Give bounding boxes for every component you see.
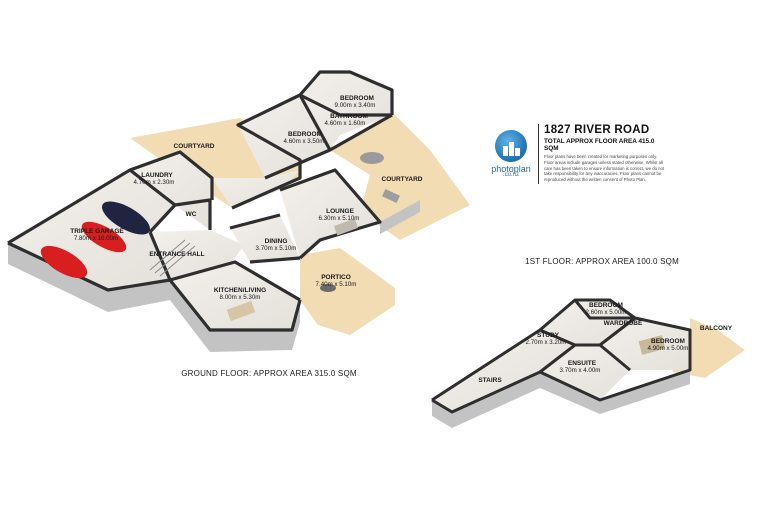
portico-label: PORTICO — [321, 274, 351, 281]
stairs-label: STAIRS — [478, 377, 502, 384]
first-floor-walls — [431, 298, 692, 414]
photoplan-logo-suffix: .co.nz — [502, 172, 519, 178]
bedroom-upper1-label: BEDROOM — [589, 302, 623, 309]
photoplan-logo-name: photoplan — [491, 164, 531, 174]
courtyard-right-label: COURTYARD — [382, 176, 423, 183]
photoplan-logo-icon — [495, 130, 527, 162]
bathroom-dims: 4.60m x 1.60m — [325, 120, 366, 127]
kitchen-living-dims: 8.00m x 5.30m — [220, 294, 261, 301]
triple-garage-dims: 7.80m x 10.00m — [74, 235, 118, 242]
photoplan-logo: photoplan .co.nz — [486, 130, 536, 178]
total-area: TOTAL APPROX FLOOR AREA 415.0 SQM — [544, 138, 655, 152]
entrance-hall-label: ENTRANCE HALL — [149, 251, 204, 258]
laundry-dims: 4.70m x 2.30m — [134, 179, 175, 186]
upper-bed-furniture — [638, 335, 666, 355]
ground-floor-caption: GROUND FLOOR: APPROX AREA 315.0 SQM — [181, 369, 357, 378]
first-floor-wall-sides — [432, 370, 690, 428]
bedroom-mid-dims: 4.60m x 3.50m — [284, 138, 325, 145]
courtyard-left-label: COURTYARD — [174, 143, 215, 150]
bedroom-mid-label: BEDROOM — [288, 131, 322, 138]
ensuite-dims: 3.70m x 4.00m — [560, 367, 601, 374]
furniture-hints — [226, 152, 400, 322]
room-labels: COURTYARD COURTYARD BEDROOM 9.00m x 3.40… — [70, 95, 732, 384]
dining-dims: 3.70m x 5.10m — [256, 245, 297, 252]
entrance-stair — [149, 239, 196, 277]
lounge-label: LOUNGE — [326, 208, 354, 215]
property-title: 1827 RIVER ROAD — [544, 124, 650, 136]
triple-garage-label: TRIPLE GARAGE — [70, 228, 124, 235]
portico-deck — [300, 248, 395, 335]
bedroom-top-dims: 9.00m x 3.40m — [335, 102, 376, 109]
kitchen-living-label: KITCHEN/LIVING — [214, 287, 266, 294]
ground-floor-floors — [8, 72, 392, 330]
study-label: STUDY — [537, 332, 560, 339]
info-divider — [538, 124, 539, 184]
bedroom-top-label: BEDROOM — [340, 95, 374, 102]
balcony-label: BALCONY — [700, 325, 733, 332]
lounge-dims: 6.30m x 5.10m — [319, 215, 360, 222]
car-red-2 — [81, 221, 127, 253]
garage-cars — [40, 201, 151, 279]
laundry-label: LAUNDRY — [141, 172, 173, 179]
wardrobe-label: WARDROBE — [604, 320, 643, 327]
bedroom-upper2-label: BEDROOM — [651, 338, 685, 345]
bathroom-label: BATHROOM — [330, 113, 368, 120]
first-floor-caption: 1ST FLOOR: APPROX AREA 100.0 SQM — [525, 257, 679, 266]
ensuite-label: ENSUITE — [568, 360, 597, 367]
property-text: 1827 RIVER ROAD TOTAL APPROX FLOOR AREA … — [544, 124, 668, 183]
ground-floor-walls — [7, 70, 394, 332]
bedroom-upper1-dims: 2.60m x 5.00m — [586, 309, 627, 316]
car-dark — [101, 201, 151, 235]
study-dims: 2.70m x 3.20m — [526, 339, 567, 346]
dining-label: DINING — [265, 238, 288, 245]
wc-label: WC — [186, 211, 197, 218]
portico-dims: 7.40m x 5.10m — [316, 281, 357, 288]
disclaimer-text: Floor plans have been created for market… — [544, 154, 665, 183]
car-red-1 — [40, 245, 88, 279]
bedroom-upper2-dims: 4.90m x 5.00m — [648, 345, 689, 352]
